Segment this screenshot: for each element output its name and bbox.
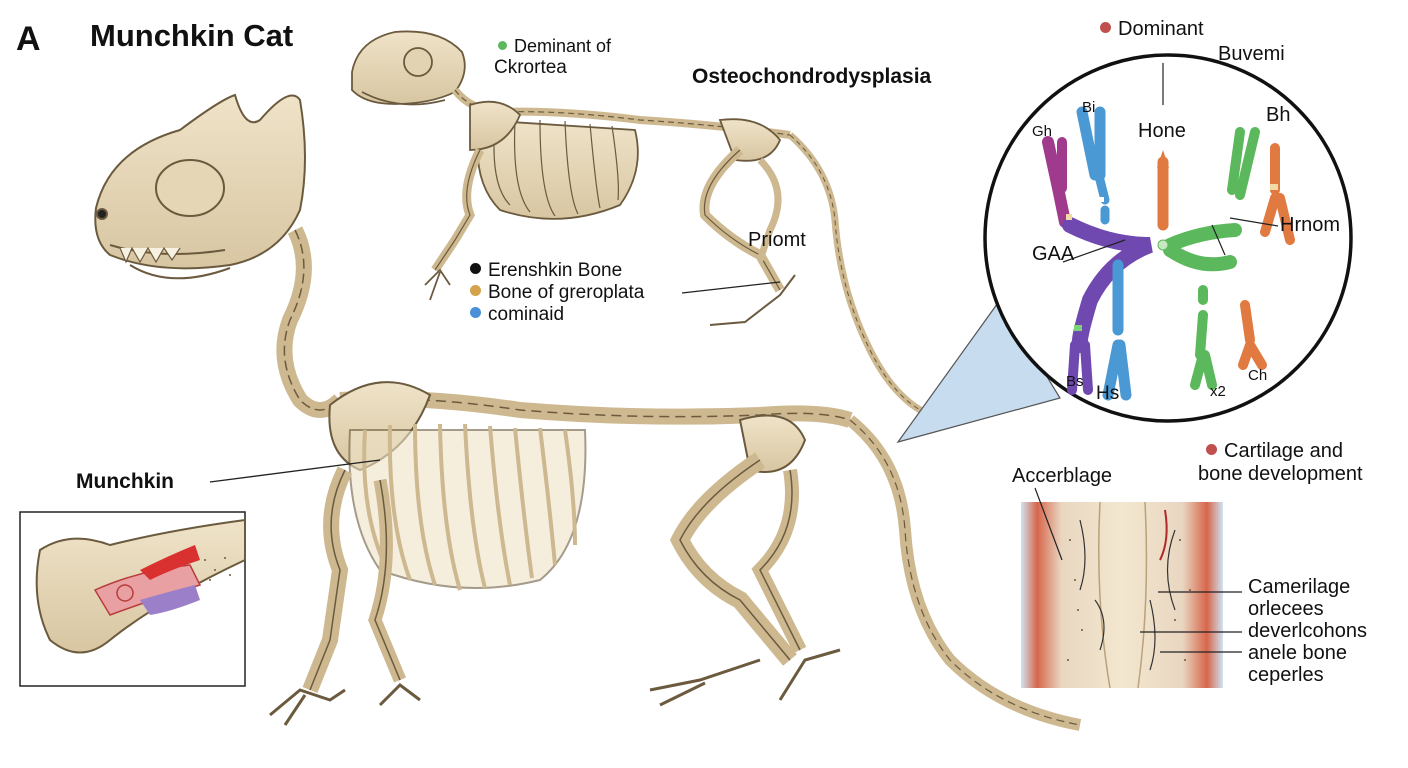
legend-dot [1100, 22, 1111, 33]
label-bi: Bi [1082, 99, 1096, 116]
label-munchkin: Munchkin [76, 470, 174, 493]
legend-cartilage-line2: bone development [1198, 463, 1363, 485]
legend-cartilage: Cartilage and [1206, 440, 1343, 463]
small-legend-item: Erenshkin Bone [470, 260, 622, 282]
label-bh: Bh [1266, 104, 1291, 126]
leader-munchkin [209, 459, 381, 483]
chromosomes [1042, 106, 1295, 401]
tissue-label-4: ceperles [1248, 664, 1324, 686]
small-legend-label: cominaid [488, 304, 565, 325]
circle-leaders [1062, 63, 1279, 263]
label-bs: Bs [1066, 373, 1084, 390]
label-x2: x2 [1210, 383, 1226, 400]
chromosome-circle [983, 53, 1353, 423]
legend-dot [470, 263, 481, 274]
legend-deminant: Deminant of [498, 36, 611, 57]
small-legend-label: Erenshkin Bone [488, 260, 623, 281]
tissue-label-1: orlecees [1248, 598, 1324, 620]
legend-dominant: Dominant [1100, 18, 1204, 41]
panel-letter: A [16, 20, 41, 58]
leader-small-bone [681, 281, 781, 294]
label-ch: Ch [1248, 367, 1268, 384]
legend-dot [498, 41, 507, 50]
label-buvemi: Buvemi [1218, 43, 1285, 65]
figure-subtitle: Osteochondrodysplasia [692, 65, 932, 88]
label-hrnom: Hrnom [1280, 214, 1341, 236]
big-neck [276, 226, 346, 418]
legend-dot [1206, 444, 1217, 455]
tissue-label-3: anele bone [1248, 642, 1347, 664]
tissue-label-0: Camerilage [1248, 576, 1351, 598]
label-hone: Hone [1138, 120, 1186, 142]
tissue-leaders [1034, 487, 1242, 653]
tissue-title: Accerblage [1012, 465, 1113, 487]
big-skeleton [94, 93, 1082, 731]
label-gaa: GAA [1032, 243, 1075, 265]
legend-deminant-line2: Ckrortea [494, 57, 567, 78]
small-legend-item: cominaid [470, 304, 564, 326]
figure-title: Munchkin Cat [90, 18, 294, 53]
legend-cartilage-line1: Cartilage and [1224, 440, 1343, 462]
label-priomt: Priomt [748, 229, 806, 251]
small-tail [787, 132, 932, 419]
legend-deminant-line1: Deminant of [514, 36, 612, 56]
legend-dot [470, 307, 481, 318]
small-skeleton [351, 30, 932, 419]
legend-dot [470, 285, 481, 296]
tissue-label-2: deverlcohons [1248, 620, 1367, 642]
bone-inset [19, 511, 246, 687]
legend-dominant-text: Dominant [1118, 18, 1204, 40]
tissue-panel [1021, 501, 1223, 689]
small-legend-item: Bone of greroplata [470, 282, 644, 304]
label-hs: Hs [1096, 383, 1120, 404]
small-legend-label: Bone of greroplata [488, 282, 645, 303]
label-gh: Gh [1032, 123, 1053, 140]
